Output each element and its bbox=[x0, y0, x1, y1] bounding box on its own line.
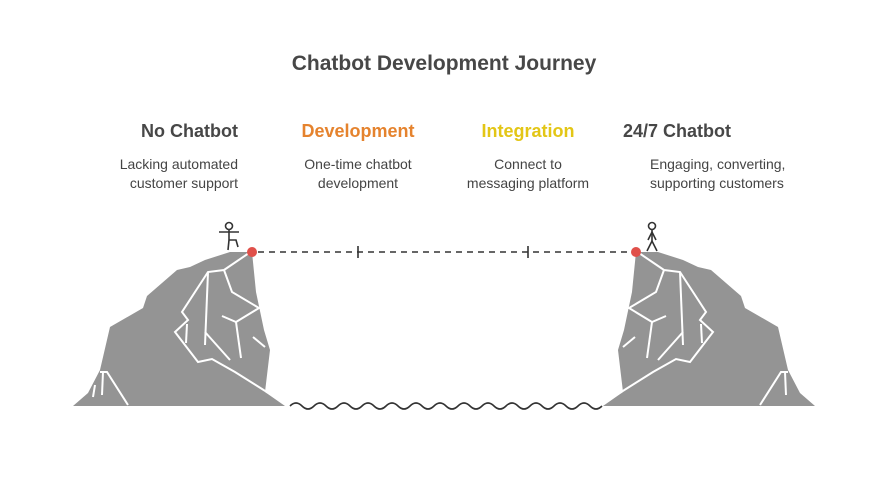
diagram-title: Chatbot Development Journey bbox=[291, 52, 597, 75]
stage-development-description: One-time chatbot development bbox=[258, 155, 458, 193]
stage-integration-label: Integration bbox=[481, 121, 575, 141]
desc-line: supporting customers bbox=[650, 175, 784, 191]
stage-no-chatbot-label: No Chatbot bbox=[141, 121, 238, 141]
stage-integration-description: Connect to messaging platform bbox=[428, 155, 628, 193]
desc-line: customer support bbox=[129, 175, 238, 191]
desc-line: development bbox=[317, 175, 399, 191]
start-point-marker bbox=[247, 247, 257, 257]
stage-247-chatbot-description: Engaging, converting, supporting custome… bbox=[650, 155, 785, 193]
stage-development-label: Development bbox=[301, 121, 415, 141]
desc-line: messaging platform bbox=[466, 175, 590, 191]
stick-figure-start-icon bbox=[219, 221, 239, 251]
water-waves bbox=[289, 402, 603, 410]
stage-247-chatbot-label: 24/7 Chatbot bbox=[623, 121, 732, 141]
left-cliff bbox=[73, 252, 285, 406]
desc-line: Lacking automated bbox=[119, 156, 238, 172]
desc-line: Engaging, converting, bbox=[650, 156, 786, 172]
end-point-marker bbox=[631, 247, 641, 257]
desc-line: Connect to bbox=[494, 156, 562, 172]
right-cliff bbox=[603, 252, 815, 406]
stick-figure-end-icon bbox=[646, 221, 658, 252]
stage-no-chatbot-description: Lacking automated customer support bbox=[120, 155, 238, 193]
desc-line: One-time chatbot bbox=[304, 156, 412, 172]
